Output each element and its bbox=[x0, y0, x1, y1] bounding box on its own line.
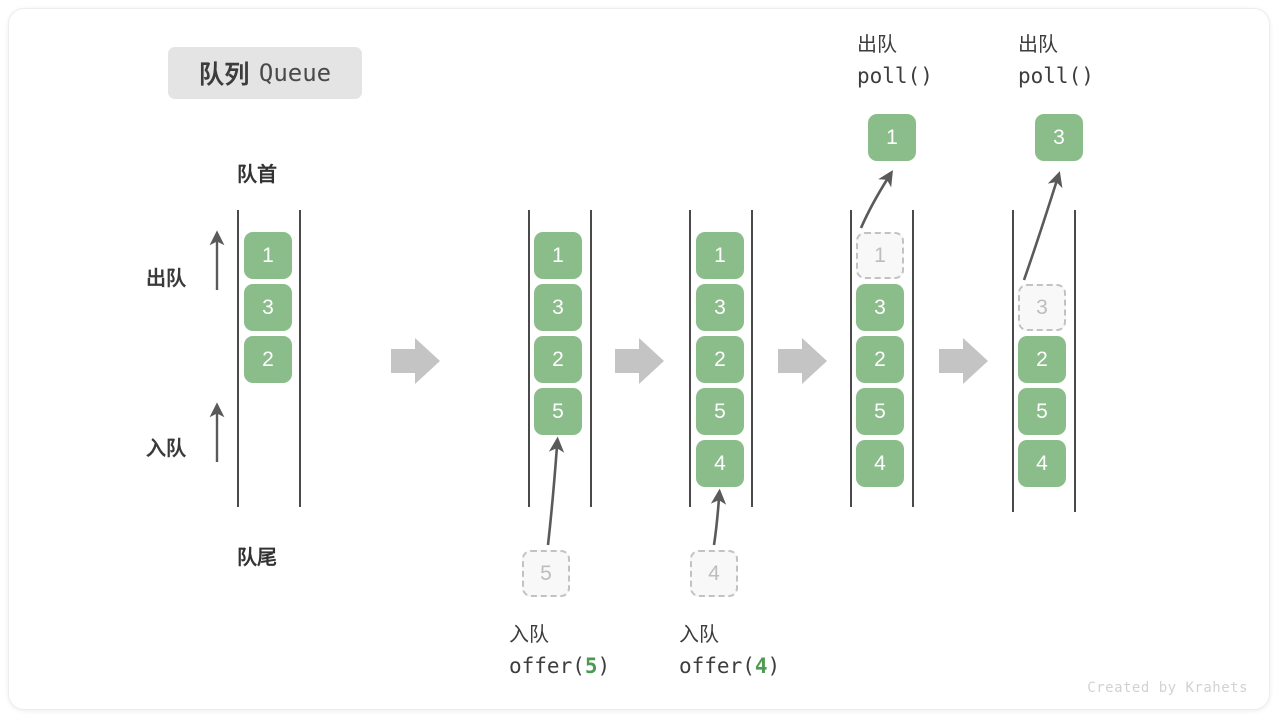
ghost-cell-poll-1: 1 bbox=[856, 232, 904, 279]
label-dequeue-direction: 出队 bbox=[146, 268, 186, 290]
popped-cell-1: 1 bbox=[868, 114, 916, 161]
op-offer-4-value: 4 bbox=[754, 654, 768, 678]
label-enqueue-direction: 入队 bbox=[146, 438, 186, 460]
queue-cell: 1 bbox=[244, 232, 292, 279]
rail-left-1 bbox=[237, 210, 239, 507]
op-label-poll-2: 出队 poll() bbox=[1018, 30, 1094, 92]
op-offer-5-cn: 入队 bbox=[509, 624, 549, 646]
footer-credit: Created by Krahets bbox=[1087, 680, 1248, 696]
queue-cell: 5 bbox=[696, 388, 744, 435]
label-queue-tail: 队尾 bbox=[237, 547, 277, 569]
queue-cell: 2 bbox=[534, 336, 582, 383]
rail-left-2 bbox=[528, 210, 530, 507]
popped-cell-3: 3 bbox=[1035, 114, 1083, 161]
queue-cell: 2 bbox=[856, 336, 904, 383]
queue-cell: 3 bbox=[696, 284, 744, 331]
rail-right-4 bbox=[912, 210, 914, 507]
queue-cell: 1 bbox=[534, 232, 582, 279]
queue-cell: 3 bbox=[856, 284, 904, 331]
rail-left-5 bbox=[1012, 210, 1014, 512]
op-offer-5-code: offer(5) bbox=[509, 654, 611, 678]
rail-right-2 bbox=[590, 210, 592, 507]
ghost-cell-offer-4: 4 bbox=[690, 550, 738, 597]
queue-cell: 2 bbox=[244, 336, 292, 383]
queue-cell-new: 5 bbox=[534, 388, 582, 435]
queue-cell: 4 bbox=[856, 440, 904, 487]
ghost-cell-offer-5: 5 bbox=[522, 550, 570, 597]
queue-cell: 4 bbox=[1018, 440, 1066, 487]
ghost-cell-poll-3: 3 bbox=[1018, 284, 1066, 331]
rail-right-3 bbox=[751, 210, 753, 507]
op-offer-5-value: 5 bbox=[584, 654, 598, 678]
op-offer-4-code: offer(4) bbox=[679, 654, 781, 678]
queue-cell: 5 bbox=[1018, 388, 1066, 435]
title-english: Queue bbox=[258, 59, 332, 87]
op-poll-2-code: poll() bbox=[1018, 64, 1094, 88]
label-queue-head: 队首 bbox=[237, 164, 277, 186]
title-badge: 队列 Queue bbox=[168, 47, 362, 99]
queue-cell: 2 bbox=[696, 336, 744, 383]
rail-left-3 bbox=[689, 210, 691, 507]
op-label-poll-1: 出队 poll() bbox=[857, 30, 933, 92]
page-frame bbox=[8, 8, 1270, 710]
op-label-offer-5: 入队 offer(5) bbox=[509, 620, 610, 682]
queue-cell: 3 bbox=[534, 284, 582, 331]
op-poll-1-cn: 出队 bbox=[857, 34, 897, 56]
rail-right-1 bbox=[299, 210, 301, 507]
queue-cell-new: 4 bbox=[696, 440, 744, 487]
queue-cell: 2 bbox=[1018, 336, 1066, 383]
op-label-offer-4: 入队 offer(4) bbox=[679, 620, 780, 682]
op-poll-1-code: poll() bbox=[857, 64, 933, 88]
queue-cell: 1 bbox=[696, 232, 744, 279]
queue-cell: 3 bbox=[244, 284, 292, 331]
rail-left-4 bbox=[850, 210, 852, 507]
rail-right-5 bbox=[1074, 210, 1076, 512]
title-chinese: 队列 bbox=[198, 61, 250, 89]
op-poll-2-cn: 出队 bbox=[1018, 34, 1058, 56]
op-offer-4-cn: 入队 bbox=[679, 624, 719, 646]
queue-cell: 5 bbox=[856, 388, 904, 435]
